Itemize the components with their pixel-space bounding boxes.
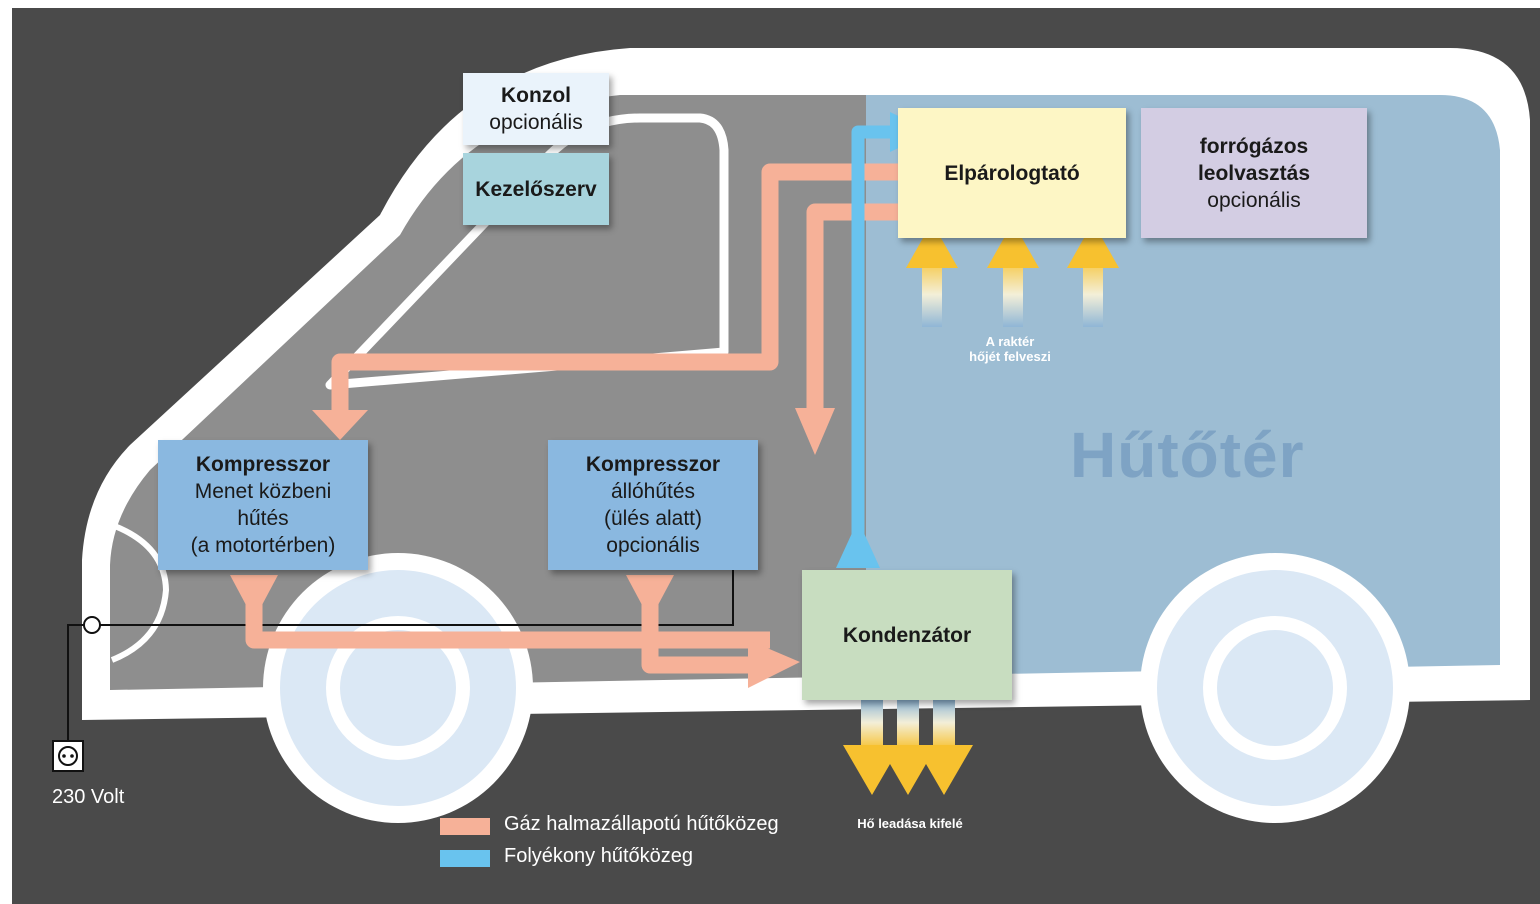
- legend-liquid-swatch: [440, 850, 490, 867]
- power-label: 230 Volt: [52, 786, 125, 808]
- front-wheel: [263, 553, 533, 823]
- konzol-title: Konzol: [501, 84, 571, 107]
- releases-heat-label: Hő leadása kifelé: [857, 816, 963, 831]
- defrost-title-line-2: leolvasztás: [1197, 161, 1311, 185]
- condenser-box: Kondenzátor: [802, 570, 1012, 700]
- compressor-standby-line-1: állóhűtés: [610, 480, 696, 503]
- compressor-standby-line-2: (ülés alatt): [603, 507, 703, 530]
- compressor-driving-box: Kompresszor Menet közbeni hűtés (a motor…: [158, 440, 368, 570]
- windshield: [325, 113, 729, 390]
- evaporator-box: Elpárologtató: [898, 108, 1126, 238]
- compressor-driving-line-3: (a motortérben): [190, 534, 336, 557]
- rear-wheel: [1140, 553, 1410, 823]
- cargo-space-label: Hűtőtér: [1070, 419, 1305, 491]
- evaporator-title: Elpárologtató: [944, 161, 1080, 185]
- compressor-standby-line-3: opcionális: [606, 534, 700, 557]
- liquid-arrowhead-bottom: [836, 520, 880, 568]
- wiring-junction: [83, 616, 101, 634]
- heat-absorb-arrows: [906, 222, 1119, 327]
- legend-liquid-label: Folyékony hűtőközeg: [504, 845, 694, 867]
- heat-release-arrows: [843, 700, 973, 795]
- defrost-subtitle: opcionális: [1207, 188, 1301, 212]
- konzol-box: Konzol opcionális: [463, 73, 609, 145]
- compressor-standby-box: Kompresszor állóhűtés (ülés alatt) opcio…: [548, 440, 758, 570]
- gas-arrowheads: [230, 408, 835, 688]
- compressor-standby-title: Kompresszor: [585, 453, 721, 476]
- compressor-driving-line-2: hűtés: [237, 507, 289, 530]
- legend-gas-label: Gáz halmazállapotú hűtőközeg: [504, 813, 779, 835]
- absorbs-heat-line-2: hőjét felveszi: [969, 349, 1051, 364]
- power-wiring: [67, 560, 734, 750]
- defrost-title-line-1: forrógázos: [1199, 134, 1309, 158]
- compressor-driving-line-1: Menet közbeni: [194, 480, 332, 503]
- defrost-box: forrógázos leolvasztás opcionális: [1141, 108, 1367, 238]
- condenser-title: Kondenzátor: [842, 623, 972, 647]
- legend-gas-swatch: [440, 818, 490, 835]
- socket-icon: [52, 740, 84, 772]
- liquid-refrigerant-flow: [851, 125, 905, 540]
- kezeloszerv-box: Kezelőszerv: [463, 153, 609, 225]
- kezeloszerv-title: Kezelőszerv: [475, 177, 597, 201]
- absorbs-heat-line-1: A raktér: [985, 334, 1035, 349]
- headlight: [110, 522, 170, 663]
- konzol-subtitle: opcionális: [489, 111, 583, 134]
- absorbs-heat-label: A raktér hőjét felveszi: [930, 334, 1090, 364]
- compressor-driving-title: Kompresszor: [195, 453, 331, 476]
